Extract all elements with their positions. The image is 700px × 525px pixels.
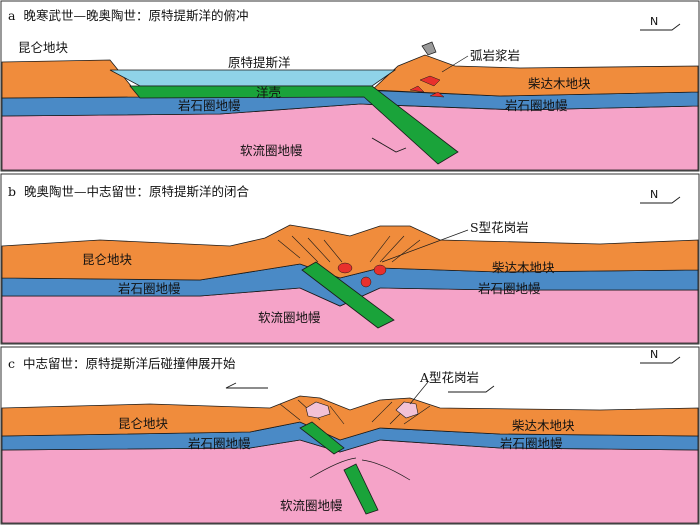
panel-b-granite-leader bbox=[381, 229, 469, 263]
panel-c-a-granite-bodies bbox=[305, 401, 419, 419]
panel-a-astheno-label: 软流圈地幔 bbox=[240, 143, 303, 158]
panel-c-upper-slab bbox=[299, 421, 345, 455]
panel-c-detached-slab bbox=[343, 463, 379, 515]
panel-b-crust bbox=[1, 224, 699, 281]
panel-a-arc-label: 弧岩浆岩 bbox=[470, 48, 520, 63]
panel-b-north-label: N bbox=[650, 188, 658, 201]
panel-a-arc-leader bbox=[441, 55, 469, 73]
panel-b-fault-lines bbox=[277, 235, 421, 263]
panel-a-north-arrow-icon bbox=[640, 23, 681, 31]
panel-c-upwelling-curves bbox=[309, 457, 411, 481]
panel-b-litho-left-label: 岩石圈地幔 bbox=[118, 281, 181, 296]
panel-a-litho-right-label: 岩石圈地幔 bbox=[505, 98, 568, 113]
panel-c-north-label: N bbox=[650, 348, 658, 361]
panel-c-granite-label: A型花岗岩 bbox=[419, 370, 479, 385]
panel-a-oceanic-crust bbox=[129, 85, 459, 165]
panel-a-subduction-arrow bbox=[371, 137, 407, 153]
panel-a-kunlun-label: 昆仑地块 bbox=[18, 40, 69, 55]
panel-a-arc-magma bbox=[409, 75, 445, 98]
panel-b-s-granite-bodies bbox=[337, 262, 387, 288]
panel-a-north-label: N bbox=[650, 15, 658, 28]
panel-c-litho-left-label: 岩石圈地幔 bbox=[188, 436, 251, 451]
panel-b-litho-right-label: 岩石圈地幔 bbox=[478, 281, 541, 296]
panel-c-west-arrow-icon bbox=[225, 382, 268, 389]
panel-c-qaidam-label: 柴达木地块 bbox=[512, 418, 575, 433]
panel-a-crust-label: 洋壳 bbox=[256, 85, 281, 100]
panel-a-ocean-label: 原特提斯洋 bbox=[228, 55, 291, 70]
panel-c-crust bbox=[1, 395, 699, 441]
panel-b-kunlun-label: 昆仑地块 bbox=[82, 252, 133, 267]
panel-a-ocean bbox=[109, 69, 397, 87]
panel-c-litho-right-label: 岩石圈地幔 bbox=[500, 436, 563, 451]
panel-c-granite-leader bbox=[409, 381, 429, 405]
panel-c-kunlun-label: 昆仑地块 bbox=[118, 416, 169, 431]
panel-c-east-arrow-icon bbox=[448, 385, 495, 393]
panel-a-qaidam-label: 柴达木地块 bbox=[528, 76, 591, 91]
panel-c-north-arrow-icon bbox=[640, 356, 681, 364]
panel-b-qaidam-label: 柴达木地块 bbox=[492, 260, 555, 275]
panel-a-crust-right bbox=[371, 54, 699, 97]
panel-b-astheno-label: 软流圈地幔 bbox=[258, 310, 321, 325]
panel-b-north-arrow-icon bbox=[640, 196, 681, 204]
panel-b-slab bbox=[301, 261, 395, 329]
panel-a-volcano-icon bbox=[421, 41, 437, 56]
panel-c-astheno-label: 软流圈地幔 bbox=[280, 498, 343, 513]
panel-a-litho-left-label: 岩石圈地幔 bbox=[178, 98, 241, 113]
panel-b-granite-label: S型花岗岩 bbox=[470, 220, 529, 235]
